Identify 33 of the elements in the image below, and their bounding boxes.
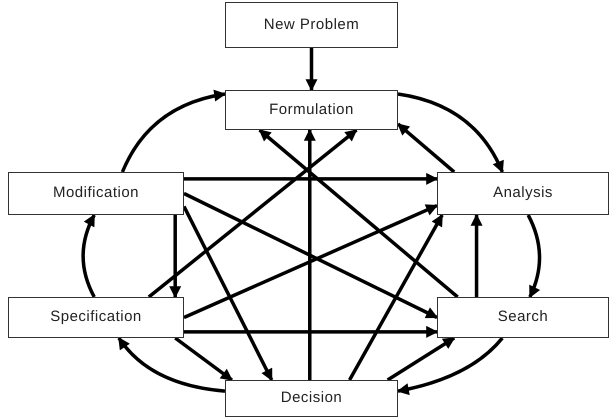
box-label: Search — [498, 307, 548, 328]
arrow — [398, 92, 504, 174]
arrow — [348, 214, 444, 381]
arrow — [386, 336, 456, 382]
box-label: Analysis — [493, 183, 553, 204]
arrow — [182, 206, 274, 382]
arrow — [169, 215, 182, 298]
arrow — [258, 128, 459, 298]
arrow — [184, 326, 438, 338]
process-box — [225, 380, 398, 417]
arrow — [120, 90, 226, 173]
arrow — [396, 122, 456, 174]
box-label: Specification — [50, 307, 142, 328]
arrow — [81, 214, 96, 298]
process-box — [437, 297, 609, 338]
box-label: New Problem — [264, 14, 360, 35]
box-label: Modification — [52, 183, 140, 204]
arrow — [396, 336, 504, 395]
arrow — [526, 214, 542, 298]
arrow — [470, 214, 483, 297]
arrow — [117, 336, 226, 393]
process-box — [8, 172, 184, 215]
arrow — [174, 336, 233, 382]
arrow — [148, 128, 358, 298]
process-box — [225, 2, 398, 48]
arrow — [304, 128, 316, 380]
arrow — [306, 48, 318, 92]
process-box — [437, 172, 609, 215]
process-box — [225, 90, 398, 130]
box-label: Decision — [280, 388, 342, 408]
process-box — [8, 297, 184, 338]
arrow — [184, 172, 438, 185]
box-label: Formulation — [269, 100, 354, 120]
